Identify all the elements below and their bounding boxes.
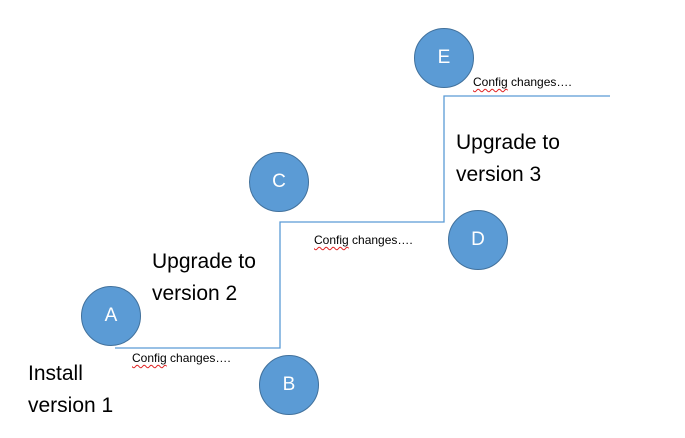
step-label-install-line2: version 1	[28, 394, 114, 417]
node-b: B	[259, 355, 319, 415]
step-label-upgrade-v2: Upgrade to version 2	[152, 246, 256, 310]
config-note-b-rest: changes….	[166, 351, 231, 365]
config-note-e: Config changes….	[473, 75, 572, 89]
config-note-e-word: Config	[473, 75, 508, 89]
staircase-path	[115, 95, 610, 349]
node-a: A	[81, 286, 141, 346]
step-label-upgrade-v3-line2: version 3	[456, 163, 542, 186]
node-d: D	[448, 210, 508, 270]
config-note-d: Config changes….	[314, 233, 413, 247]
config-note-d-word: Config	[314, 233, 349, 247]
step-label-upgrade-v2-line1: Upgrade to	[152, 250, 256, 273]
step-label-upgrade-v2-line2: version 2	[152, 282, 238, 305]
config-note-d-rest: changes….	[348, 233, 413, 247]
step-label-install-line1: Install	[28, 362, 83, 385]
config-note-b: Config changes….	[132, 351, 231, 365]
step-label-upgrade-v3: Upgrade to version 3	[456, 127, 560, 191]
config-note-e-rest: changes….	[507, 75, 572, 89]
step-label-install: Install version 1	[28, 358, 113, 422]
config-note-b-word: Config	[132, 351, 167, 365]
node-c: C	[249, 152, 309, 212]
step-label-upgrade-v3-line1: Upgrade to	[456, 131, 560, 154]
node-e: E	[414, 28, 474, 88]
